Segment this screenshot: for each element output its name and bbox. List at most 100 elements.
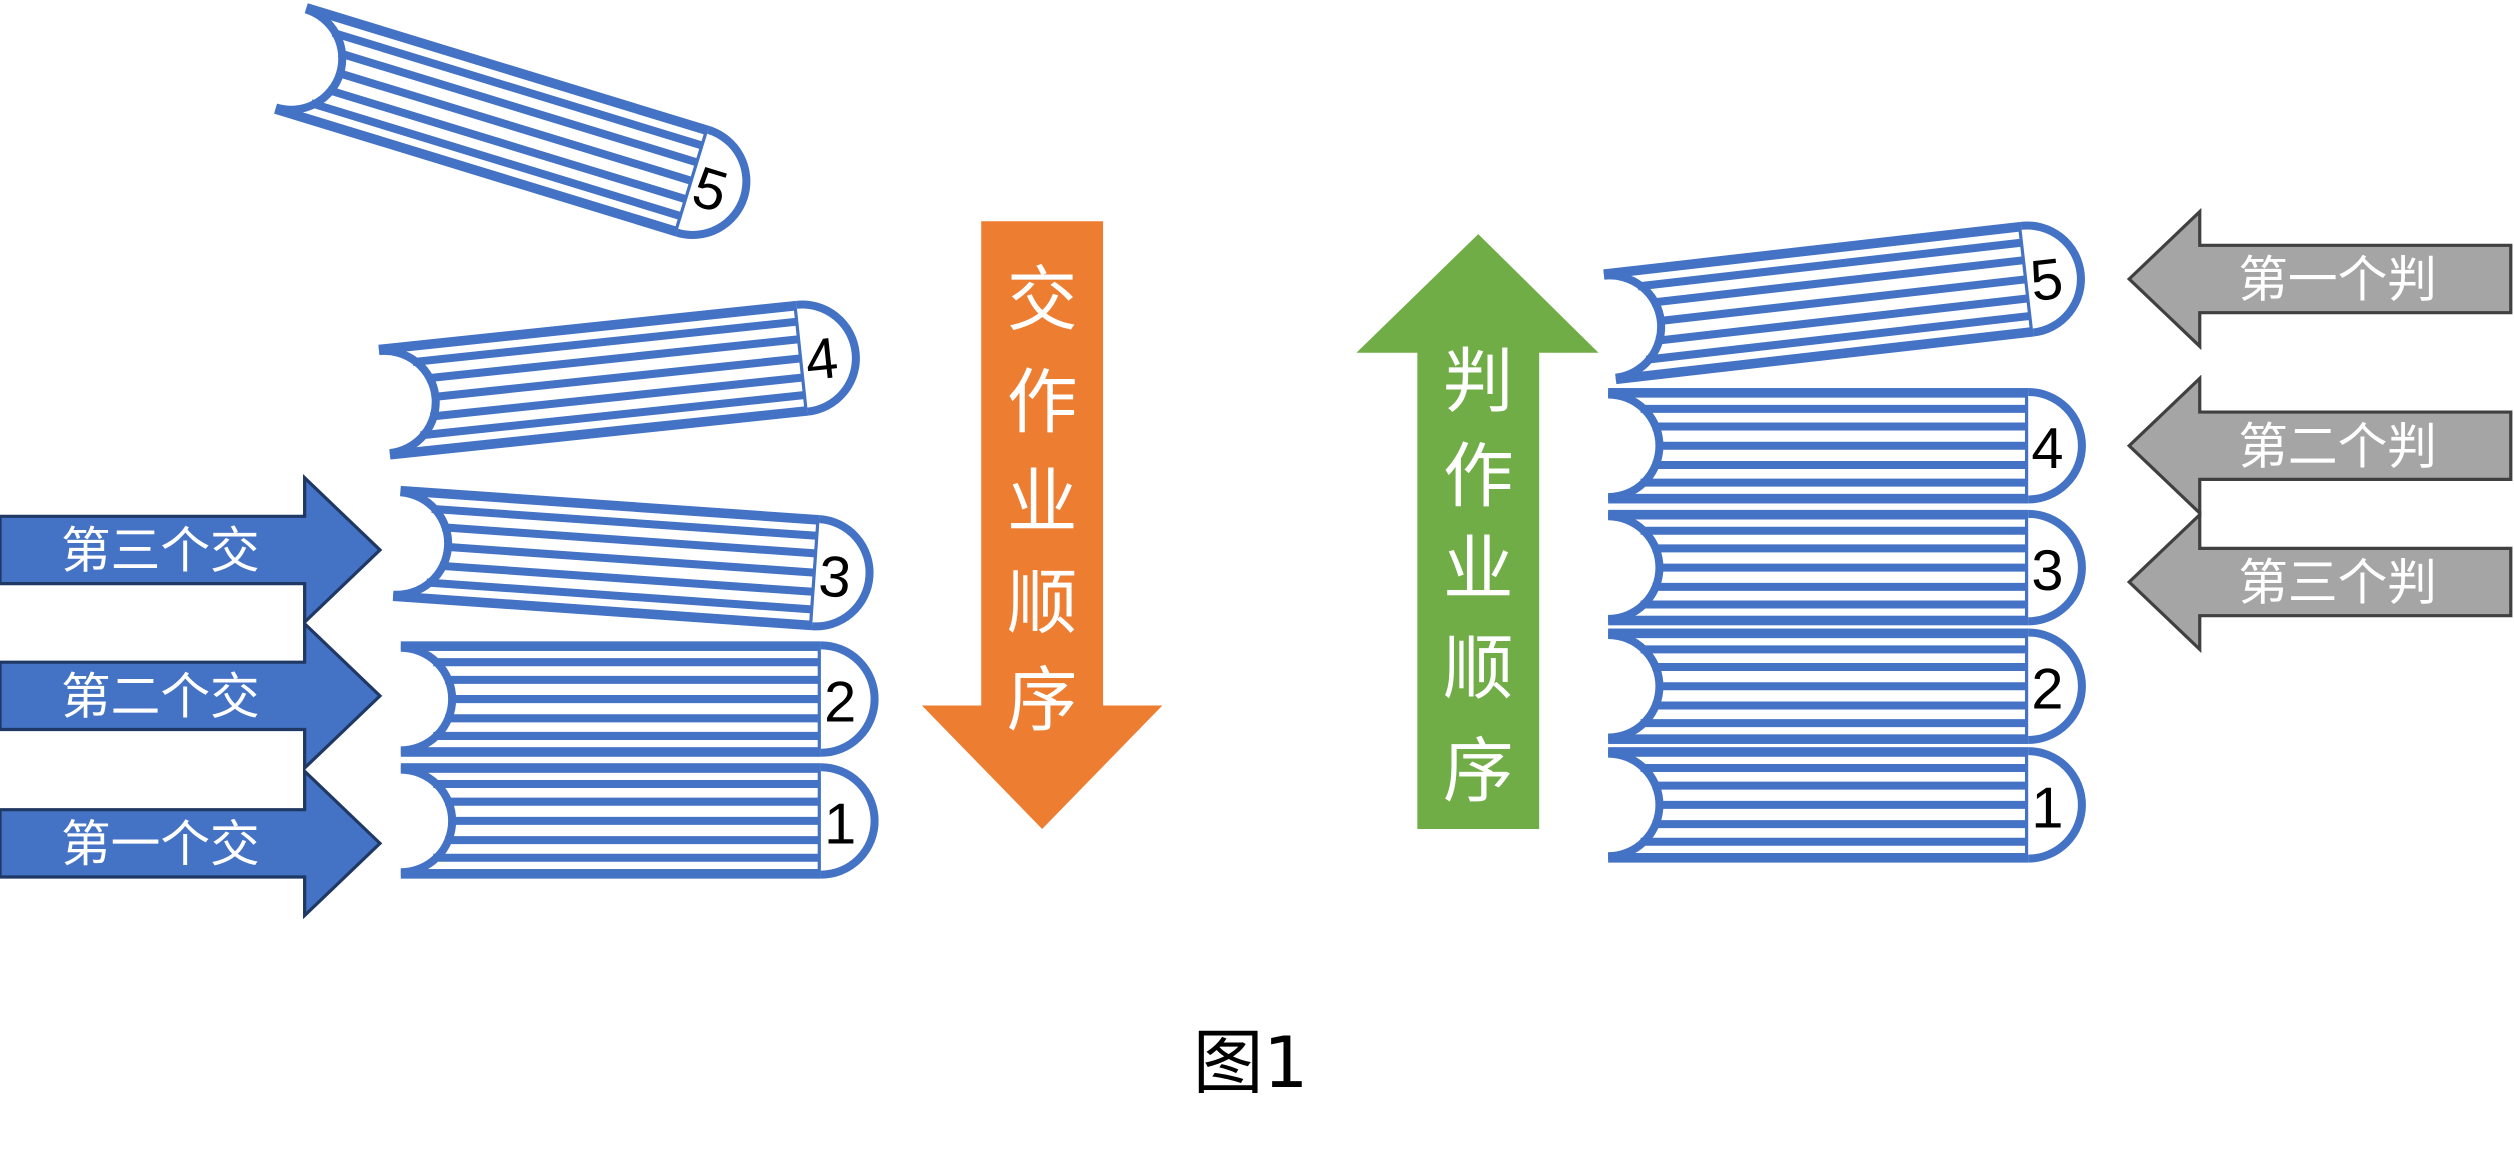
up-arrow-shape	[1356, 234, 1599, 829]
book-bottom-cover	[1608, 615, 2029, 626]
book-spine	[2020, 221, 2085, 337]
down-arrow-shape	[921, 221, 1163, 829]
book-page-line	[442, 523, 818, 558]
book-bottom-cover	[1615, 326, 2034, 385]
submit-order-char: 业	[1007, 461, 1078, 543]
grade-order-char: 序	[1443, 730, 1514, 812]
submit-arrow-label: 第一个交	[61, 815, 260, 873]
grade-arrow-label: 第三个判	[2238, 554, 2437, 612]
book-page-line	[1637, 238, 2024, 291]
book-bottom-cover	[389, 406, 809, 460]
right-book-2: 2	[1608, 628, 2086, 744]
book-spine	[796, 300, 860, 416]
grade-arrow-1: 第一个判	[2126, 207, 2513, 351]
book-page-line	[430, 373, 805, 421]
book-left-curve	[378, 346, 440, 458]
submit-order-char: 序	[1007, 660, 1078, 742]
right-arrow-shape	[0, 474, 383, 626]
grade-arrow-label: 第一个判	[2238, 251, 2437, 309]
book-number: 5	[2027, 247, 2066, 314]
book-page-line	[335, 68, 694, 186]
submit-arrow-3: 第三个交	[0, 474, 383, 626]
book-number: 3	[2031, 539, 2063, 603]
submit-order-char: 作	[1007, 362, 1078, 444]
book-spine	[811, 515, 874, 631]
book-left-curve	[274, 5, 347, 114]
right-book-3: 3	[1608, 509, 2086, 626]
book-top-cover	[378, 300, 798, 355]
book-number: 2	[2031, 658, 2063, 722]
book-top-cover	[305, 3, 710, 136]
book-left-curve	[1608, 630, 1664, 742]
book-number: 2	[824, 671, 856, 735]
book-top-cover	[1608, 388, 2029, 398]
book-page-line	[412, 317, 799, 367]
submit-arrow-1: 第一个交	[0, 767, 383, 920]
grade-order-char: 顺	[1443, 628, 1514, 710]
submit-arrow-label: 第二个交	[61, 667, 260, 725]
book-top-cover	[1603, 221, 2022, 279]
book-page-line	[331, 28, 705, 150]
submit-order-char: 顺	[1007, 562, 1078, 644]
book-number: 4	[802, 326, 841, 393]
grade-arrow-3: 第三个判	[2126, 510, 2513, 654]
right-book-1: 1	[1608, 747, 2086, 863]
grade-order-char: 业	[1443, 528, 1514, 610]
left-book-2: 2	[400, 641, 879, 757]
left-book-1: 1	[400, 763, 879, 879]
book-left-curve	[1608, 512, 1664, 623]
left-book-5: 5	[274, 3, 751, 239]
book-page-line	[326, 85, 689, 204]
right-book-5: 5	[1603, 221, 2085, 385]
book-left-curve	[400, 765, 457, 877]
book-left-curve	[392, 488, 453, 599]
book-left-curve	[400, 643, 457, 755]
book-bottom-cover	[1608, 493, 2029, 504]
left-book-4: 4	[378, 300, 860, 460]
book-page-line	[426, 335, 801, 383]
book-page-line	[1651, 256, 2026, 307]
book-page-line	[1645, 311, 2032, 364]
book-bottom-cover	[274, 104, 679, 237]
book-number: 1	[824, 792, 856, 856]
book-spine	[2028, 388, 2086, 504]
grade-order-char: 作	[1443, 435, 1514, 517]
grade-arrow-2: 第二个判	[2126, 374, 2513, 517]
book-page-line	[431, 354, 803, 402]
book-spine	[820, 641, 879, 757]
book-spine	[2028, 747, 2086, 863]
grade-arrow-label: 第二个判	[2238, 417, 2437, 475]
book-top-cover	[400, 641, 821, 651]
book-number: 1	[2031, 776, 2063, 840]
book-top-cover	[1608, 509, 2029, 520]
book-page-line	[337, 49, 700, 167]
book-top-cover	[400, 485, 820, 525]
left-arrow-shape	[2126, 374, 2513, 517]
book-left-curve	[1608, 749, 1664, 861]
book-spine	[2028, 628, 2086, 744]
book-top-cover	[1608, 747, 2029, 757]
submit-order-char: 交	[1007, 259, 1078, 341]
book-page-line	[310, 99, 684, 221]
book-left-curve	[1608, 390, 1664, 502]
book-page-line	[1655, 294, 2030, 345]
book-bottom-cover	[400, 869, 821, 879]
book-top-cover	[400, 763, 821, 773]
grade-order-arrow: 判 作 业 顺 序	[1356, 234, 1599, 829]
book-spine	[2028, 509, 2086, 626]
book-page-line	[420, 390, 807, 440]
book-bottom-cover	[392, 591, 813, 631]
book-number: 4	[2031, 417, 2063, 481]
grade-order-char: 判	[1443, 341, 1514, 423]
book-page-line	[431, 504, 819, 540]
book-page-line	[1657, 275, 2028, 326]
book-left-curve	[1603, 271, 1666, 382]
left-arrow-shape	[2126, 207, 2513, 351]
book-top-cover	[1608, 628, 2029, 639]
right-arrow-shape	[0, 767, 383, 920]
book-bottom-cover	[1608, 734, 2029, 744]
book-number: 3	[817, 544, 853, 610]
left-arrow-shape	[2126, 510, 2513, 654]
book-bottom-cover	[1608, 852, 2029, 863]
